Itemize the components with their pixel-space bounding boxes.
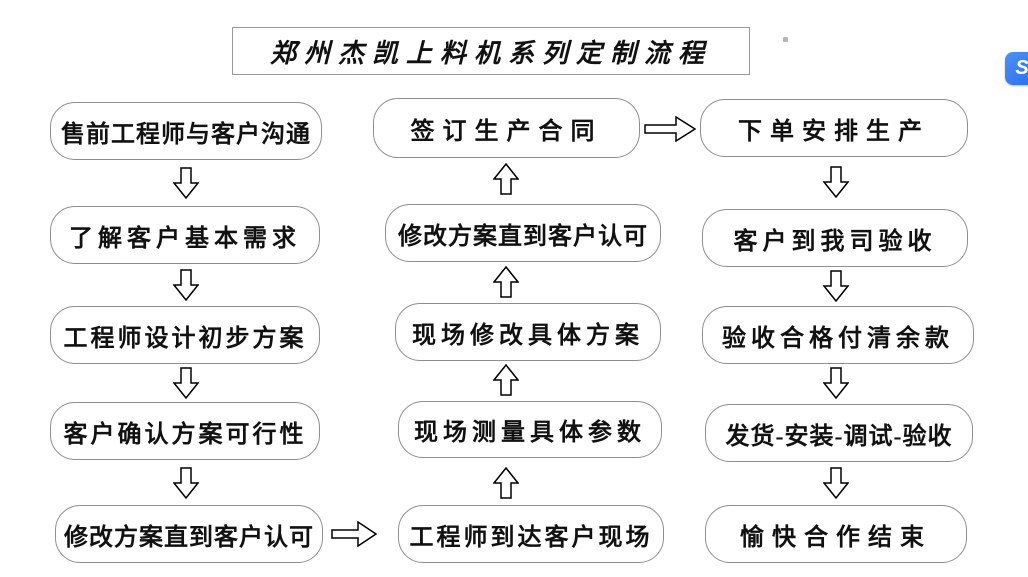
step-customer-acceptance-visit: 客户到我司验收 (702, 209, 968, 267)
arrow-right-icon (644, 116, 696, 142)
arrow-down-icon (173, 167, 199, 199)
step-revise-until-approved-2: 修改方案直到客户认可 (385, 204, 661, 262)
floating-widget-glyph: S (1015, 57, 1028, 79)
arrow-down-icon (823, 367, 849, 399)
step-pay-balance: 验收合格付清余款 (702, 306, 974, 364)
step-cooperation-complete: 愉快合作结束 (705, 505, 967, 563)
floating-widget-icon[interactable]: S (1005, 52, 1028, 85)
arrow-down-icon (823, 166, 849, 198)
stray-dot-artifact (783, 37, 788, 42)
arrow-down-icon (173, 367, 199, 399)
title-box: 郑州杰凯上料机系列定制流程 (232, 27, 750, 75)
arrow-up-icon (493, 467, 519, 499)
flowchart-title: 郑州杰凯上料机系列定制流程 (269, 38, 712, 68)
arrow-down-icon (823, 270, 849, 302)
step-revise-until-approved-1: 修改方案直到客户认可 (55, 505, 323, 563)
step-ship-install-debug-accept: 发货-安装-调试-验收 (705, 404, 973, 462)
step-understand-needs: 了解客户基本需求 (50, 206, 320, 264)
step-confirm-feasibility: 客户确认方案可行性 (50, 402, 320, 460)
arrow-up-icon (493, 364, 519, 396)
arrow-down-icon (173, 467, 199, 499)
arrow-down-icon (173, 269, 199, 301)
step-onsite-revise-plan: 现场修改具体方案 (395, 303, 661, 361)
arrow-right-icon (331, 521, 377, 547)
step-initial-design: 工程师设计初步方案 (50, 306, 320, 364)
step-onsite-measure-params: 现场测量具体参数 (398, 401, 662, 458)
arrow-down-icon (823, 467, 849, 499)
step-place-production-order: 下单安排生产 (700, 99, 968, 157)
step-sign-contract: 签订生产合同 (373, 98, 640, 158)
arrow-up-icon (493, 163, 519, 195)
step-presale-communication: 售前工程师与客户沟通 (50, 102, 322, 160)
step-engineer-arrives-site: 工程师到达客户现场 (398, 505, 664, 563)
arrow-up-icon (493, 266, 519, 298)
